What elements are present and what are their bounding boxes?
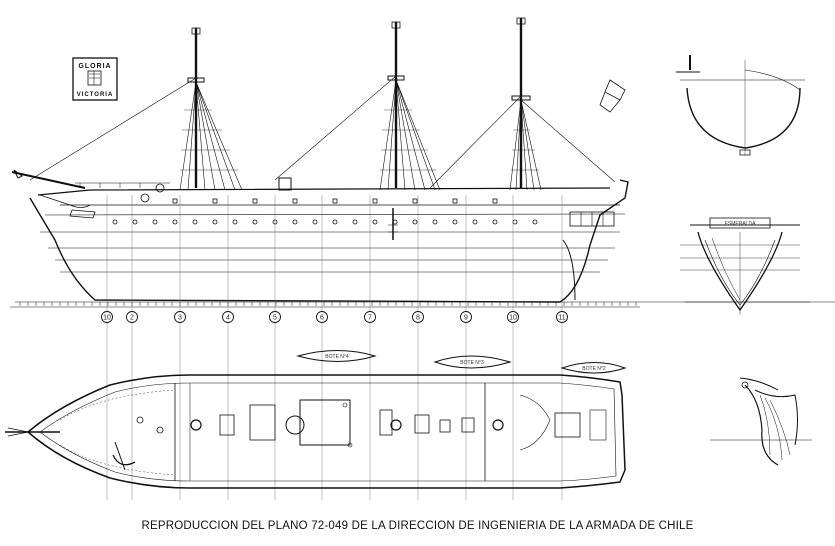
porthole <box>112 219 118 225</box>
station-marker: 3 <box>174 311 186 323</box>
station-marker: 11 <box>556 311 568 323</box>
deck-port <box>172 198 178 204</box>
porthole <box>432 219 438 225</box>
stern-name-text: ESMERALDA <box>725 221 757 227</box>
frame-ticks <box>19 302 637 306</box>
station-marker: 8 <box>412 311 424 323</box>
porthole <box>372 219 378 225</box>
porthole <box>132 219 138 225</box>
emblem-line-1: GLORIA <box>78 63 111 70</box>
station-lines <box>106 195 563 500</box>
station-markers: 10 2 3 4 5 6 7 8 9 10 11 <box>101 311 568 323</box>
bow-section <box>710 377 812 466</box>
porthole <box>312 219 318 225</box>
porthole <box>332 219 338 225</box>
station-number: 9 <box>464 315 468 322</box>
side-elevation <box>10 169 835 308</box>
porthole <box>352 219 358 225</box>
station-number: 7 <box>368 315 372 322</box>
porthole <box>492 219 498 225</box>
station-number: 10 <box>103 315 111 322</box>
porthole <box>292 219 298 225</box>
station-marker: 10 <box>101 311 113 323</box>
station-marker: 2 <box>126 311 138 323</box>
porthole <box>192 219 198 225</box>
deck-port <box>372 198 378 204</box>
station-marker: 4 <box>222 311 234 323</box>
porthole <box>152 219 158 225</box>
station-number: 5 <box>273 315 277 322</box>
station-number: 6 <box>320 315 324 322</box>
shrouds <box>29 75 616 191</box>
deck-port <box>332 198 338 204</box>
masts <box>187 17 531 188</box>
plan-caption: REPRODUCCION DEL PLANO 72-049 DE LA DIRE… <box>141 520 694 532</box>
porthole <box>212 219 218 225</box>
portholes <box>112 198 538 225</box>
deck-port <box>452 198 458 204</box>
deck-port <box>292 198 298 204</box>
station-marker: 7 <box>364 311 376 323</box>
station-marker: 10 <box>507 311 519 323</box>
emblem-line-2: VICTORIA <box>77 92 114 98</box>
deck-port <box>492 198 498 204</box>
deck-plan <box>5 374 626 489</box>
station-marker: 5 <box>269 311 281 323</box>
porthole <box>172 219 178 225</box>
deck-port <box>212 198 218 204</box>
porthole <box>392 219 398 225</box>
boat-label-2: BOTE N°3 <box>460 360 484 366</box>
porthole <box>472 219 478 225</box>
porthole <box>252 219 258 225</box>
station-number: 11 <box>558 315 565 322</box>
station-number: 3 <box>178 315 182 322</box>
boat-label-3: BOTE N°2 <box>582 366 606 372</box>
station-number: 4 <box>226 315 230 322</box>
station-marker: 9 <box>460 311 472 323</box>
deck-port <box>412 198 418 204</box>
ship-boats: BOTE N°4 BOTE N°3 BOTE N°2 <box>296 350 627 374</box>
porthole <box>452 219 458 225</box>
stern-view: ESMERALDA <box>680 217 810 315</box>
porthole <box>232 219 238 225</box>
porthole <box>412 219 418 225</box>
porthole <box>532 219 538 225</box>
porthole <box>512 219 518 225</box>
station-marker: 6 <box>316 311 328 323</box>
station-number: 8 <box>416 315 420 322</box>
boat-label-1: BOTE N°4 <box>325 354 349 360</box>
body-plan-section <box>599 55 805 156</box>
gloria-victoria-emblem: GLORIA VICTORIA <box>72 57 118 101</box>
station-number: 2 <box>130 315 134 322</box>
station-number: 10 <box>509 315 517 322</box>
deck-port <box>252 198 258 204</box>
